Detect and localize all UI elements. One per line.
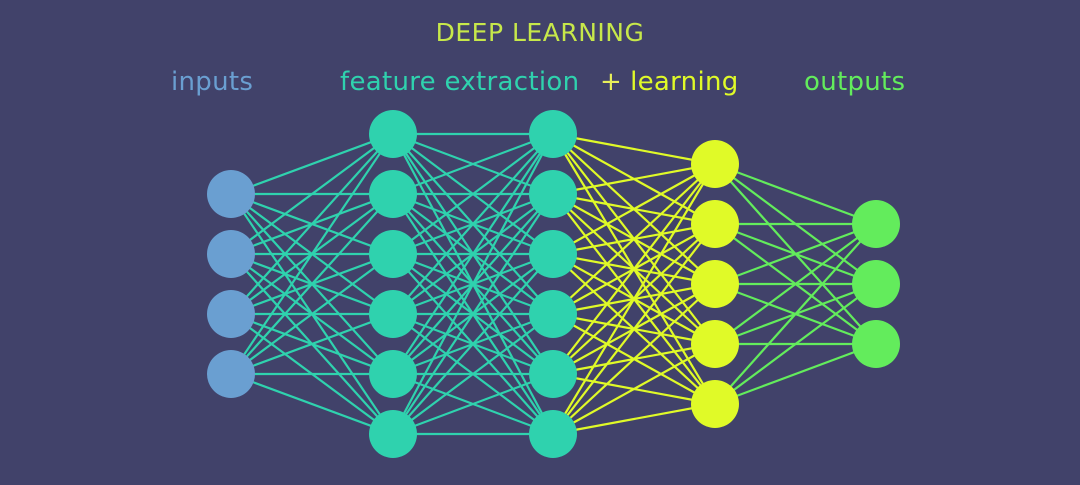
connection-hidden-3-0-to-output-0 (713, 162, 878, 226)
connection-input-1-to-hidden-1-0 (229, 132, 395, 256)
neuron-hidden-1-1 (369, 110, 417, 158)
connection-hidden-2-1-to-hidden-3-0 (551, 162, 717, 196)
diagram-title: DEEP LEARNING (435, 18, 645, 47)
connection-hidden-2-4-to-hidden-3-0 (551, 162, 717, 376)
neuron-hidden-2-2 (529, 170, 577, 218)
connection-hidden-2-5-to-hidden-3-2 (551, 282, 717, 436)
connection-hidden-1-5-to-hidden-2-4 (391, 372, 555, 436)
neuron-hidden-2-5 (529, 350, 577, 398)
connection-input-3-to-hidden-1-2 (229, 252, 395, 376)
neuron-input-4 (207, 350, 255, 398)
connection-hidden-2-5-to-hidden-3-3 (551, 342, 717, 436)
connection-hidden-2-5-to-hidden-3-4 (551, 402, 717, 436)
connection-hidden-2-5-to-hidden-3-1 (551, 222, 717, 436)
neuron-hidden-2-3 (529, 230, 577, 278)
connection-input-3-to-hidden-1-0 (229, 132, 395, 376)
neuron-hidden-1-6 (369, 410, 417, 458)
neuron-hidden-2-6 (529, 410, 577, 458)
neuron-hidden-2-4 (529, 290, 577, 338)
neuron-output-2 (852, 260, 900, 308)
neuron-hidden-1-3 (369, 230, 417, 278)
connection-input-2-to-hidden-1-0 (229, 132, 395, 316)
neuron-hidden-1-4 (369, 290, 417, 338)
connection-input-3-to-hidden-1-5 (229, 372, 395, 436)
neuron-hidden-3-5 (691, 380, 739, 428)
connection-hidden-1-5-to-hidden-2-0 (391, 132, 555, 436)
label-outputs: outputs (804, 67, 906, 97)
connection-input-3-to-hidden-1-1 (229, 192, 395, 376)
connection-hidden-1-4-to-hidden-2-0 (391, 132, 555, 376)
connection-hidden-1-1-to-hidden-2-0 (391, 132, 555, 196)
connection-hidden-2-0-to-hidden-3-0 (551, 132, 717, 166)
label-learning-group: +learning (600, 67, 739, 97)
neuron-hidden-1-5 (369, 350, 417, 398)
neurons (207, 110, 900, 458)
connection-hidden-1-5-to-hidden-2-1 (391, 192, 555, 436)
label-feature-extraction: feature extraction (340, 67, 580, 97)
neuron-hidden-3-1 (691, 140, 739, 188)
neuron-hidden-3-2 (691, 200, 739, 248)
connection-hidden-3-4-to-output-1 (713, 282, 878, 406)
connection-hidden-2-5-to-hidden-3-0 (551, 162, 717, 436)
label-inputs: inputs (171, 67, 254, 97)
connection-hidden-1-5-to-hidden-2-2 (391, 252, 555, 436)
connection-hidden-1-5-to-hidden-2-3 (391, 312, 555, 436)
neuron-input-2 (207, 230, 255, 278)
label-learning: learning (630, 67, 739, 97)
connection-hidden-2-3-to-hidden-3-0 (551, 162, 717, 316)
neuron-output-1 (852, 200, 900, 248)
connection-hidden-2-2-to-hidden-3-0 (551, 162, 717, 256)
neuron-hidden-1-2 (369, 170, 417, 218)
neuron-hidden-2-1 (529, 110, 577, 158)
neuron-input-3 (207, 290, 255, 338)
connection-hidden-3-4-to-output-0 (713, 222, 878, 406)
connection-input-0-to-hidden-1-0 (229, 132, 395, 196)
neuron-hidden-3-4 (691, 320, 739, 368)
connection-hidden-1-2-to-hidden-2-0 (391, 132, 555, 256)
connection-input-3-to-hidden-1-3 (229, 312, 395, 376)
connection-hidden-3-2-to-output-0 (713, 222, 878, 286)
connection-hidden-3-4-to-output-2 (713, 342, 878, 406)
neuron-input-1 (207, 170, 255, 218)
neuron-output-3 (852, 320, 900, 368)
plus-sign: + (600, 67, 623, 97)
neuron-hidden-3-3 (691, 260, 739, 308)
connection-hidden-3-3-to-output-0 (713, 222, 878, 346)
connections (229, 132, 878, 436)
connection-hidden-1-3-to-hidden-2-0 (391, 132, 555, 316)
